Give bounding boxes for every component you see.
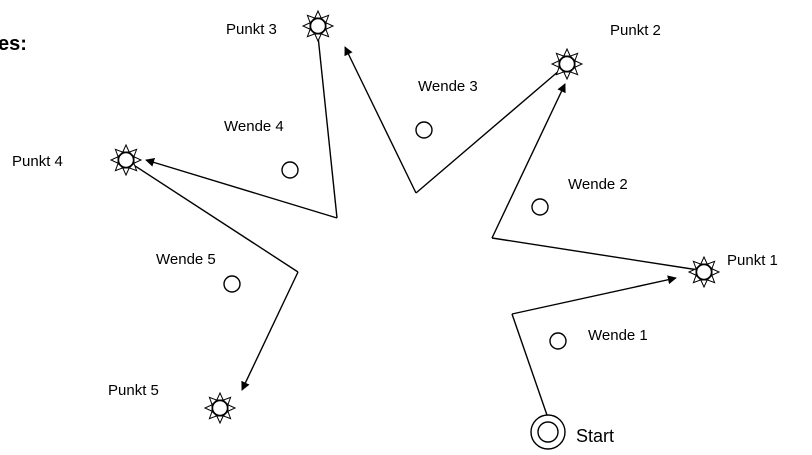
route-arrow-to-punkt1 [511, 275, 677, 315]
route-segment-punkt4-to-wende5 [125, 159, 299, 273]
point-star-ray [314, 9, 322, 19]
point-star-core [558, 55, 576, 73]
route-arrow-to-punkt4 [145, 158, 338, 219]
route-arrow-to-punkt3 [344, 46, 417, 194]
point-star-icon-3 [301, 9, 335, 43]
turn-label-5: Wende 5 [156, 251, 216, 268]
turn-marker-3 [415, 121, 433, 139]
point-star-core [309, 17, 327, 35]
point-star-ray [133, 156, 143, 164]
turn-label-2: Wende 2 [568, 176, 628, 193]
route-arrow-to-punkt2 [491, 83, 566, 239]
turn-label-3: Wende 3 [418, 78, 478, 95]
point-star-ray [216, 391, 224, 401]
heading-fragment: es: [0, 33, 27, 55]
point-star-ray [700, 255, 708, 265]
route-segment-punkt1-to-wende2 [491, 237, 706, 272]
route-segment-punkt3-to-wende4 [317, 35, 338, 219]
point-label-5: Punkt 5 [108, 382, 159, 399]
point-star-icon-2 [550, 47, 584, 81]
point-star-icon-4 [109, 143, 143, 177]
route-path [125, 35, 706, 419]
start-label: Start [576, 426, 614, 446]
point-label-3: Punkt 3 [226, 21, 277, 38]
point-star-ray [314, 33, 322, 43]
point-star-ray [574, 60, 584, 68]
point-star-ray [203, 404, 213, 412]
point-star-ray [122, 167, 130, 177]
turn-marker-1 [549, 332, 567, 350]
turn-marker-5 [223, 275, 241, 293]
point-star-ray [301, 22, 311, 30]
point-label-4: Punkt 4 [12, 153, 63, 170]
point-star-ray [122, 143, 130, 153]
turn-label-4: Wende 4 [224, 118, 284, 135]
point-star-ray [325, 22, 335, 30]
route-segment-punkt2-to-wende3 [415, 63, 568, 194]
start-marker [530, 414, 566, 450]
point-star-ray [216, 415, 224, 425]
point-star-ray [563, 71, 571, 81]
points-layer [109, 9, 721, 425]
point-star-ray [711, 268, 721, 276]
point-star-icon-5 [203, 391, 237, 425]
point-star-ray [227, 404, 237, 412]
point-star-ray [550, 60, 560, 68]
point-label-1: Punkt 1 [727, 252, 778, 269]
point-star-ray [109, 156, 119, 164]
point-label-2: Punkt 2 [610, 22, 661, 39]
point-star-core [695, 263, 713, 281]
point-star-core [211, 399, 229, 417]
route-segment-start-to-wende1 [511, 313, 549, 419]
turn-label-1: Wende 1 [588, 327, 648, 344]
turn-marker-2 [531, 198, 549, 216]
turn-marker-4 [281, 161, 299, 179]
route-arrow-to-punkt5 [241, 271, 299, 391]
point-star-ray [563, 47, 571, 57]
point-star-ray [700, 279, 708, 289]
point-star-core [117, 151, 135, 169]
point-star-icon-1 [687, 255, 721, 289]
